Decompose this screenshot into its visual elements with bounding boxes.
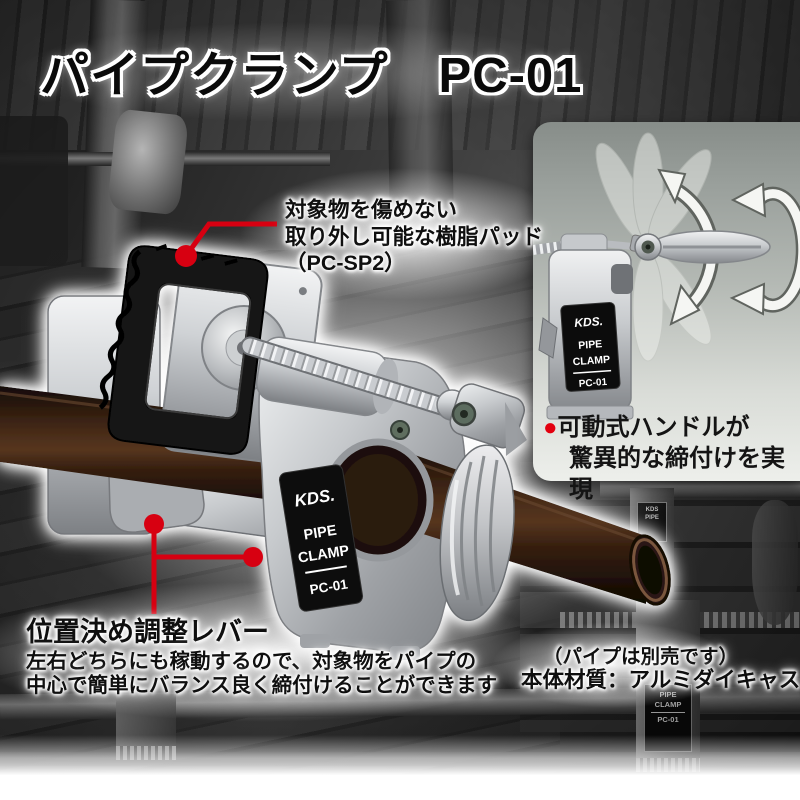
callout-dot-icon [144, 514, 164, 534]
inset-clamp: KDS. PIPE CLAMP PC-01 [533, 233, 649, 420]
pad-callout-text: 対象物を傷めない 取り外し可能な樹脂パッド （PC-SP2） [285, 197, 543, 277]
pad-callout-line1: 対象物を傷めない [285, 198, 458, 222]
body-material-note: 本体材質：アルミダイキャスト [521, 668, 800, 692]
handle-rotation-inset: KDS. PIPE CLAMP PC-01 ●可動式ハンドルが 驚異的な締付けを… [533, 122, 800, 503]
svg-text:PIPE: PIPE [578, 338, 603, 352]
handle-feature-text: ●可動式ハンドルが 驚異的な締付けを実現 [543, 412, 800, 505]
lever-callout-description: 左右どちらにも稼動するので、対象物をパイプの 中心で簡単にバランス良く締付けるこ… [26, 650, 497, 697]
handle-rotation-illustration: KDS. PIPE CLAMP PC-01 [533, 132, 800, 420]
lever-desc-line2: 中心で簡単にバランス良く締付けることができます [26, 673, 498, 697]
lever-desc-line1: 左右どちらにも稼動するので、対象物をパイプの [26, 650, 477, 673]
pad-callout-line3: （PC-SP2） [285, 251, 406, 275]
callout-dot-icon [243, 547, 263, 567]
lever-callout-title: 位置決め調整レバー [26, 617, 269, 647]
handle-feature-line2: 驚異的な締付けを実現 [569, 445, 785, 503]
pad-callout-line2: 取り外し可能な樹脂パッド [285, 224, 544, 249]
handle-solid-blade [649, 230, 771, 264]
body-foot [300, 634, 330, 648]
handle-feature-line1: ●可動式ハンドルが [543, 414, 750, 441]
bottom-white-fade [0, 735, 800, 800]
background-handle-silhouette [752, 500, 798, 625]
callout-dot-icon [175, 245, 197, 267]
svg-text:PC-01: PC-01 [578, 377, 607, 390]
page-title: パイプクランプ PC-01 [40, 49, 583, 103]
red-bullet-icon: ● [543, 414, 558, 441]
rotation-arrow-icon [729, 182, 800, 316]
handle-pivot [634, 233, 662, 261]
inset-label: KDS. PIPE CLAMP PC-01 [560, 302, 621, 392]
movable-handle [436, 383, 527, 622]
svg-text:KDS.: KDS. [574, 314, 604, 330]
